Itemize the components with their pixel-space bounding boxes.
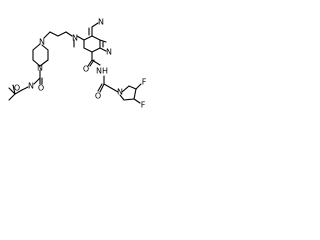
- atom-label-n-pyrrolidine: N: [117, 88, 123, 97]
- quinazoline-core: [76, 22, 107, 61]
- atom-label-nh-amide: NH: [96, 67, 108, 76]
- atom-label-n-piperazine-top: N: [39, 38, 45, 47]
- atom-label-n-amine: N: [72, 34, 78, 43]
- atom-label-o-amide: O: [83, 65, 89, 74]
- tert-butyl-group: [8, 84, 23, 101]
- amide-pyrrolidine: [87, 59, 142, 104]
- carbamate-group: [21, 69, 43, 91]
- atom-label-o-amide-2: O: [95, 92, 101, 101]
- atom-label-n-quinazoline-top: N: [98, 18, 104, 27]
- molecule-drawing: O N O N N N N N NH O O N F F: [8, 18, 147, 110]
- atom-labels: O N O N N N N N NH O O N F F: [14, 18, 147, 110]
- atom-label-n-quinazoline-ring: N: [106, 48, 112, 57]
- atom-label-fluorine-1: F: [142, 78, 147, 87]
- piperazine-ring: [32, 43, 49, 67]
- structure-diagram: O N O N N N N N NH O O N F F: [0, 0, 152, 152]
- atom-label-o-carbonyl: O: [38, 84, 44, 93]
- atom-label-n-piperazine-bottom: N: [37, 64, 43, 73]
- atom-label-fluorine-2: F: [141, 101, 146, 110]
- propyl-linker: [43, 31, 75, 48]
- atom-label-n-boc: N: [28, 82, 34, 91]
- atom-label-o-ester: O: [14, 84, 20, 93]
